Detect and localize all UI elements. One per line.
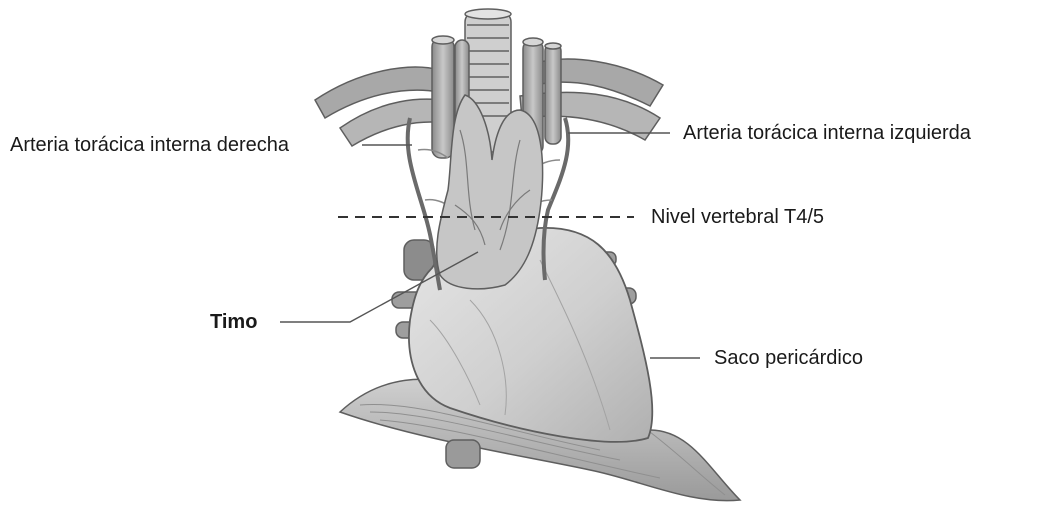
inferior-vena-cava	[446, 440, 480, 468]
label-right-internal-thoracic-artery: Arteria torácica interna derecha	[10, 133, 289, 157]
label-thymus: Timo	[210, 310, 257, 334]
label-vertebral-level: Nivel vertebral T4/5	[651, 205, 824, 229]
label-left-internal-thoracic-artery: Arteria torácica interna izquierda	[683, 121, 971, 145]
label-pericardial-sac: Saco pericárdico	[714, 346, 863, 370]
